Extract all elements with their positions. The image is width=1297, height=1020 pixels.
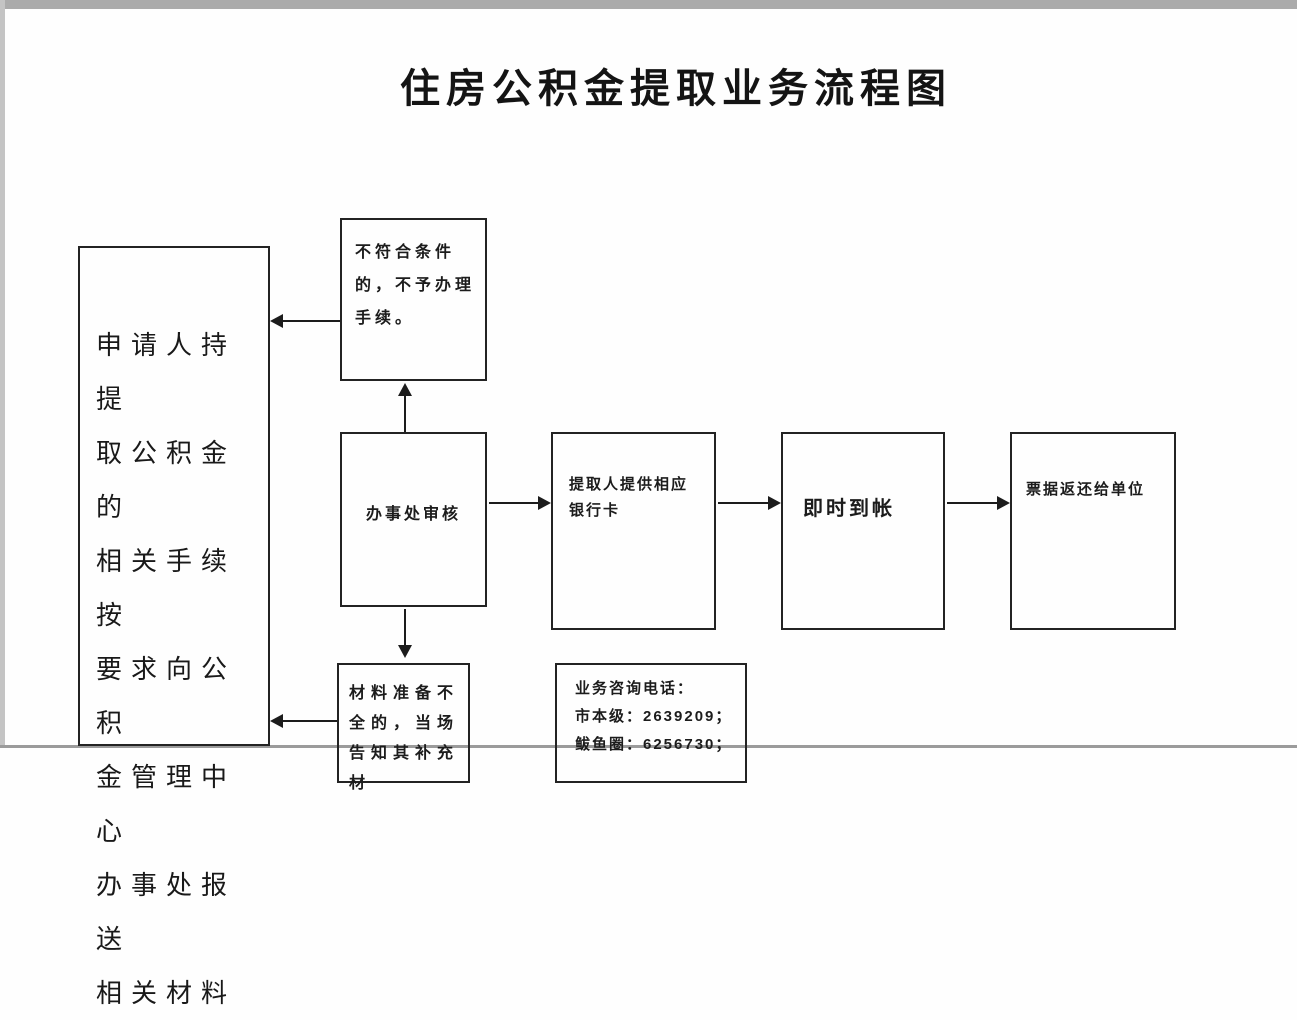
receipt-return-text: 票据返还给单位: [1026, 481, 1146, 498]
arrowhead-left-icon: [270, 714, 283, 728]
text-line: 相关材料: [96, 978, 237, 1008]
text-line: 鲅鱼圈：6256730；: [575, 736, 733, 753]
text-line: 市本级：2639209；: [575, 708, 733, 725]
office-review-text: 办事处审核: [366, 506, 462, 523]
reject-condition-text: 不符合条件的，不予办理手续。: [342, 220, 485, 335]
bank-card-box: 提取人提供相应银行卡: [551, 432, 716, 630]
bank-card-text: 提取人提供相应银行卡: [553, 434, 714, 524]
apply-materials-box: 申请人持提取公积金的相关手续按要求向公积金管理中心办事处报送相关材料: [78, 246, 270, 1008]
text-line: 提取人提供相应: [569, 476, 689, 493]
text-line: 材料准备不: [349, 685, 460, 702]
apply-materials-text: 申请人持提取公积金的相关手续按要求向公积金管理中心办事处报送相关材料: [80, 248, 268, 1020]
arrow-line: [404, 392, 406, 432]
receipt-return-box: 票据返还给单位: [1010, 432, 1176, 630]
arrowhead-up-icon: [398, 383, 412, 396]
text-line: 相关手续按: [96, 546, 237, 630]
arrow-line: [718, 502, 770, 504]
scan-edge-bottom: [0, 745, 1297, 748]
text-line: 不符合条件: [355, 244, 456, 261]
instant-credit-text: 即时到帐: [803, 498, 895, 520]
arrow-line: [489, 502, 540, 504]
incomplete-materials-box: 材料准备不全的，当场告知其补充材: [337, 663, 470, 792]
arrowhead-right-icon: [768, 496, 781, 510]
arrowhead-right-icon: [538, 496, 551, 510]
scan-edge-top: [0, 0, 1297, 9]
reject-condition-box: 不符合条件的，不予办理手续。: [340, 218, 487, 381]
text-line: 的，不予办理: [355, 277, 476, 294]
phone-info-box: 业务咨询电话： 市本级：2639209； 鲅鱼圈：6256730；: [555, 663, 747, 783]
text-line: 金管理中心: [96, 762, 237, 846]
text-line: 手续。: [355, 310, 416, 327]
arrow-line: [947, 502, 999, 504]
arrowhead-left-icon: [270, 314, 283, 328]
page-title: 住房公积金提取业务流程图: [400, 66, 952, 112]
text-line: 申请人持提: [96, 330, 237, 414]
office-review-box: 办事处审核: [340, 432, 487, 607]
arrow-line: [282, 720, 337, 722]
text-line: 取公积金的: [96, 438, 237, 522]
instant-credit-box: 即时到帐: [781, 432, 945, 630]
scan-edge-left: [0, 0, 5, 748]
text-line: 办事处报送: [96, 870, 237, 954]
text-line: 告知其补充材: [349, 745, 460, 792]
incomplete-materials-text: 材料准备不全的，当场告知其补充材: [339, 665, 468, 799]
arrowhead-right-icon: [997, 496, 1010, 510]
text-line: 业务咨询电话：: [575, 680, 695, 697]
arrow-line: [280, 320, 340, 322]
phone-info-text: 业务咨询电话： 市本级：2639209； 鲅鱼圈：6256730；: [557, 665, 745, 759]
arrowhead-down-icon: [398, 645, 412, 658]
text-line: 银行卡: [569, 502, 621, 519]
text-line: 全的，当场: [349, 715, 460, 732]
text-line: 要求向公积: [96, 654, 237, 738]
arrow-line: [404, 609, 406, 647]
